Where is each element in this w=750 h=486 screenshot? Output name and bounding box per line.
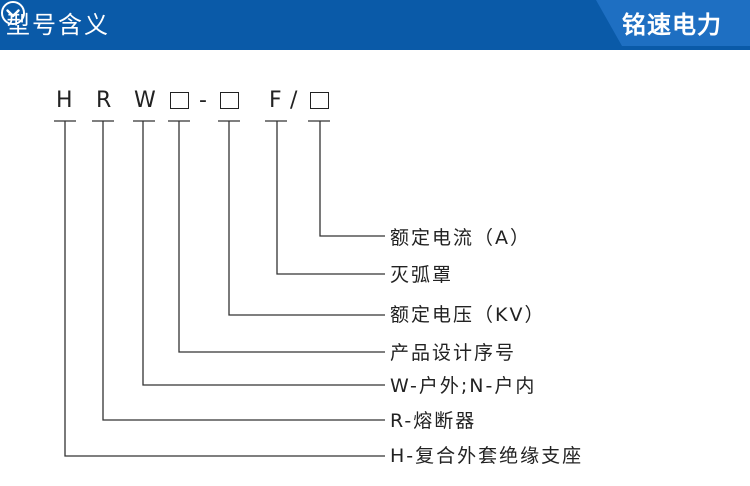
label-outdoor-indoor: W-户外;N-户内 <box>390 375 537 397</box>
label-arc-chute: 灭弧罩 <box>390 264 454 286</box>
leader-design <box>178 121 385 353</box>
leader-h <box>64 121 385 457</box>
leader-w-n <box>142 121 385 386</box>
code-letter-f: F <box>269 88 282 113</box>
leader-current <box>319 121 385 237</box>
header-bar <box>0 0 750 50</box>
leader-r <box>102 121 385 421</box>
code-placeholder-box-voltage <box>220 92 239 109</box>
label-design-serial: 产品设计序号 <box>390 342 517 364</box>
header-banner: 型号含义 铭速电力 <box>0 0 750 50</box>
leader-voltage <box>228 121 385 316</box>
label-fuse: R-熔断器 <box>390 410 477 432</box>
code-placeholder-box-design <box>170 92 189 109</box>
code-slash: / <box>290 88 298 113</box>
code-letter-h: H <box>56 88 73 113</box>
label-rated-voltage: 额定电压（KV） <box>390 304 546 326</box>
brand-name: 铭速电力 <box>622 11 722 39</box>
code-placeholder-box-current <box>310 92 329 109</box>
label-rated-current: 额定电流（A） <box>390 227 531 249</box>
label-composite-insulator: H-复合外套绝缘支座 <box>390 445 584 467</box>
chevron-down-circle-icon[interactable] <box>0 0 26 26</box>
code-letter-r: R <box>96 88 112 113</box>
code-letter-w: W <box>134 88 156 113</box>
code-dash: - <box>199 88 207 113</box>
leader-arc-chute <box>276 121 385 275</box>
